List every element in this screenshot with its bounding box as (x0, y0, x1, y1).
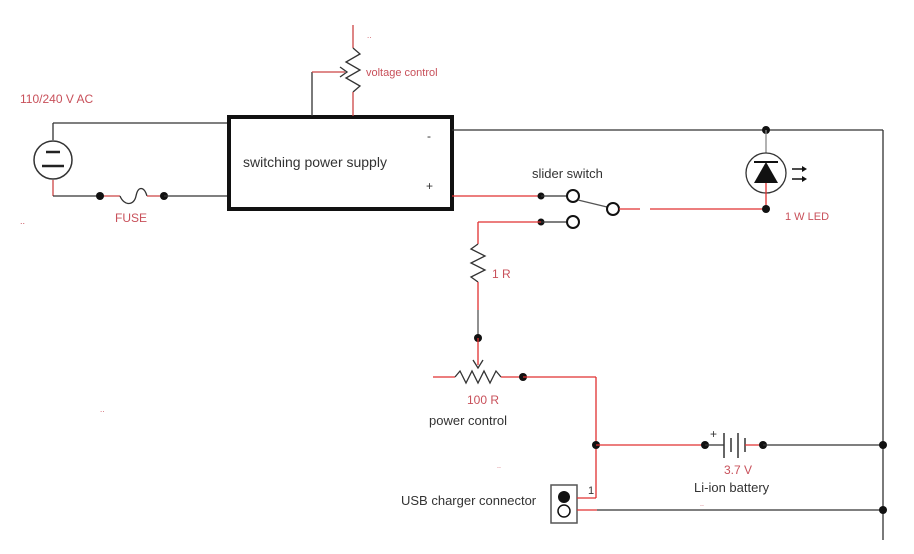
dots-mid: .. (100, 405, 104, 414)
ac-source (33, 123, 73, 196)
power-control-label: power control (429, 413, 507, 428)
battery-voltage-label: 3.7 V (724, 463, 752, 477)
battery-label: Li-ion battery (694, 480, 770, 495)
power-control-potentiometer (433, 338, 527, 385)
usb-label: USB charger connector (401, 493, 537, 508)
junction-dot (879, 441, 887, 449)
slider-switch[interactable] (537, 189, 620, 229)
voltage-control-label: voltage control (366, 67, 438, 79)
voltage-control-potentiometer (311, 25, 362, 116)
usb-pin-label: 1 (588, 485, 594, 497)
battery-plus-label: + (710, 427, 717, 441)
dots-left: .. (20, 216, 25, 226)
dots-battery: .. (700, 501, 704, 508)
psu-label: switching power supply (243, 154, 387, 170)
pot-value-label: 100 R (467, 393, 499, 407)
resistor-1r (469, 243, 487, 283)
led-label: 1 W LED (785, 211, 829, 223)
psu-plus: + (426, 179, 433, 193)
junction-dot (879, 506, 887, 514)
fuse-label: FUSE (115, 211, 147, 225)
psu-minus: - (427, 129, 431, 143)
usb-charger-connector[interactable] (550, 484, 578, 524)
ac-source-label: 110/240 V AC (20, 92, 94, 106)
slider-switch-label: slider switch (532, 166, 603, 181)
fuse (96, 187, 168, 205)
switching-power-supply (227, 115, 454, 211)
dots-top: .. (367, 31, 371, 40)
dots-usb: .. (497, 463, 501, 470)
led (745, 126, 807, 213)
resistor-label: 1 R (492, 267, 511, 281)
